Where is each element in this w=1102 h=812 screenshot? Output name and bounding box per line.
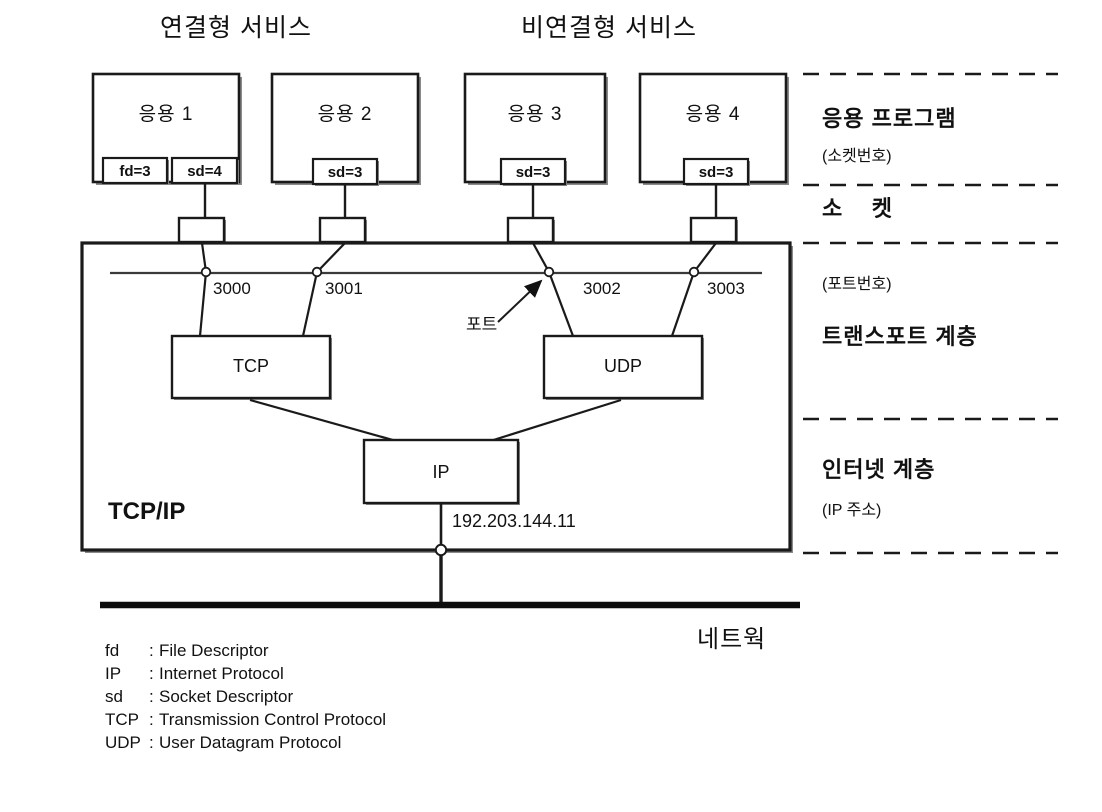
legend-row: sd : Socket Descriptor: [105, 687, 386, 710]
layer-sub-application: (소켓번호): [822, 148, 892, 165]
legend-description: File Descriptor: [159, 641, 269, 660]
socket-box-4-shape: [689, 216, 738, 244]
socket-box-1-shape: [177, 216, 226, 244]
network-interface-node: [434, 543, 448, 557]
udp-box-shape: [542, 334, 704, 400]
port-node-3001: [311, 266, 323, 278]
legend-row: fd : File Descriptor: [105, 641, 386, 664]
legend: fd : File Descriptor IP : Internet Proto…: [105, 641, 386, 756]
application-title-2: 응용 2: [317, 104, 373, 125]
descriptor-chip-app4-shape: [682, 157, 750, 186]
conn-line-udp-ip: [486, 398, 622, 444]
network-label: 네트웍: [697, 626, 767, 653]
descriptor-chip-app3-shape: [499, 157, 567, 186]
legend-abbr: TCP: [105, 710, 139, 729]
legend-abbr: fd: [105, 641, 120, 660]
descriptor-label-app2-sd: sd=3: [327, 164, 363, 181]
legend-row: IP : Internet Protocol: [105, 664, 386, 687]
descriptor-chip-sd4-shape: [170, 156, 239, 185]
socket-box-2-shape: [318, 216, 367, 244]
legend-description: Socket Descriptor: [159, 687, 294, 706]
legend-row: UDP : User Datagram Protocol: [105, 733, 386, 756]
legend-abbr: IP: [105, 664, 122, 683]
layer-sub-internet: (IP 주소): [822, 502, 882, 519]
descriptor-label-app4-sd: sd=3: [698, 164, 734, 181]
ip-address-label: 192.203.144.11: [452, 511, 576, 531]
descriptor-chip-fd3-shape: [101, 156, 169, 185]
legend-separator: :: [149, 664, 154, 683]
layer-sub-transport: (포트번호): [822, 276, 892, 293]
descriptor-chip-app2-shape: [311, 157, 379, 186]
descriptor-label-app1-sd: sd=4: [187, 163, 222, 180]
legend-description: User Datagram Protocol: [159, 733, 342, 752]
layer-name-internet: 인터넷 계층: [822, 457, 936, 482]
tcp-box-label: TCP: [233, 356, 269, 376]
application-title-4: 응용 4: [685, 104, 741, 125]
port-number-3002: 3002: [583, 279, 621, 298]
ip-box-label: IP: [432, 462, 450, 482]
port-callout-arrow: [497, 279, 543, 323]
port-node-3003: [688, 266, 700, 278]
legend-row: TCP : Transmission Control Protocol: [105, 710, 386, 733]
application-title-3: 응용 3: [507, 104, 563, 125]
layer-name-application: 응용 프로그램: [822, 106, 957, 131]
port-callout-label: 포트: [466, 315, 498, 334]
application-title-1: 응용 1: [138, 104, 194, 125]
tcp-box-shape: [170, 334, 332, 400]
layer-name-transport: 트랜스포트 계층: [822, 324, 978, 349]
descriptor-label-app1-fd: fd=3: [119, 163, 151, 180]
port-node-3002: [543, 266, 555, 278]
application-box-2-shape: [270, 72, 421, 185]
heading-connection-oriented-service: 연결형 서비스: [160, 14, 312, 42]
legend-separator: :: [149, 733, 154, 752]
port-node-3000: [200, 266, 212, 278]
legend-separator: :: [149, 641, 154, 660]
legend-abbr: sd: [105, 687, 123, 706]
legend-description: Transmission Control Protocol: [159, 710, 387, 729]
legend-separator: :: [149, 687, 154, 706]
port-number-3003: 3003: [707, 279, 745, 298]
socket-box-3-shape: [506, 216, 555, 244]
udp-box-label: UDP: [603, 356, 642, 376]
legend-abbr: UDP: [105, 733, 141, 752]
port-number-3000: 3000: [213, 279, 251, 298]
conn-line-tcp-ip: [249, 398, 401, 444]
heading-connectionless-service: 비연결형 서비스: [521, 14, 697, 42]
port-number-3001: 3001: [325, 279, 363, 298]
descriptor-label-app3-sd: sd=3: [515, 164, 551, 181]
legend-separator: :: [149, 710, 154, 729]
stack-label: TCP/IP: [108, 498, 186, 525]
layer-name-socket: 소 켓: [822, 196, 893, 221]
legend-description: Internet Protocol: [159, 664, 284, 683]
